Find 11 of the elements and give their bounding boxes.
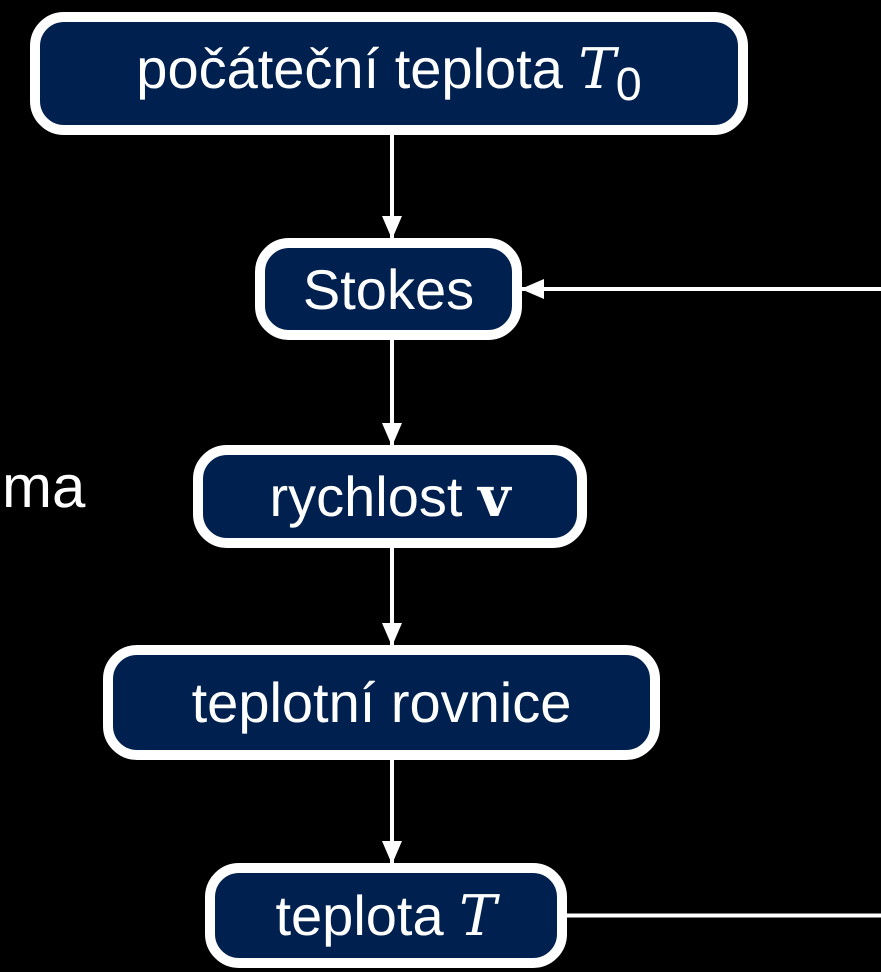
arrow — [382, 135, 402, 240]
arrow — [382, 760, 402, 864]
text-label: ma — [2, 452, 86, 521]
process-box: počáteční teplota T$_{0}$ — [30, 12, 748, 135]
process-box: Stokes — [255, 238, 522, 340]
process-box: teplota T — [205, 863, 567, 968]
process-box: rychlost v — [193, 445, 587, 548]
arrow — [382, 548, 402, 646]
arrow — [520, 279, 881, 918]
arrow — [382, 340, 402, 446]
process-box: teplotní rovnice — [103, 645, 660, 760]
